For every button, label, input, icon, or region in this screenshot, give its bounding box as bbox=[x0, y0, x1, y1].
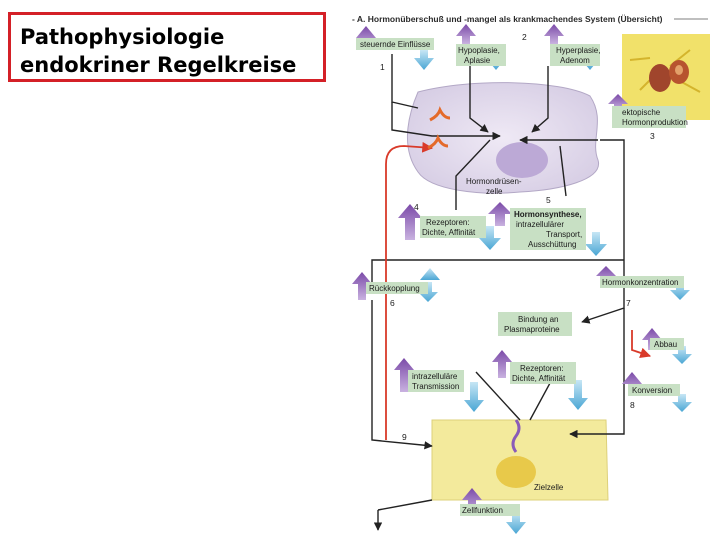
label-steuernde-text: steuernde Einflüsse bbox=[360, 40, 431, 49]
label-synthese: Hormonsynthese, intrazellulärer Transpor… bbox=[510, 208, 586, 250]
step-number-5: 5 bbox=[546, 195, 551, 205]
label-rezeptoren-gland-line2: Dichte, Affinität bbox=[422, 228, 476, 237]
label-bindung-line1: Bindung an bbox=[518, 315, 558, 324]
label-steuernde: steuernde Einflüsse bbox=[356, 38, 434, 50]
arrow-pair-rezeptoren-target bbox=[492, 350, 588, 410]
adenoma-photo bbox=[622, 34, 710, 120]
step-number-7: 7 bbox=[626, 298, 631, 308]
label-zellfunktion: Zellfunktion bbox=[460, 504, 520, 516]
label-rueckkopplung-text: Rückkopplung bbox=[369, 284, 420, 293]
step-number-2: 2 bbox=[522, 32, 527, 42]
arrow-pair-steuernde bbox=[356, 26, 434, 70]
label-hormondruesen-line2: zelle bbox=[486, 187, 503, 196]
target-cell-nucleus bbox=[496, 456, 536, 488]
label-hyperplasie-line2: Adenom bbox=[560, 56, 590, 65]
label-rezeptoren-gland-line1: Rezeptoren: bbox=[426, 218, 470, 227]
label-transmission-line2: Transmission bbox=[412, 382, 459, 391]
label-ektopisch-line2: Hormonproduktion bbox=[622, 118, 688, 127]
label-synthese-line4: Ausschüttung bbox=[528, 240, 576, 249]
arrow-pair-synthese bbox=[488, 202, 607, 256]
label-rueckkopplung: Rückkopplung bbox=[366, 282, 428, 294]
step-number-6: 6 bbox=[390, 298, 395, 308]
label-transmission-line1: intrazelluläre bbox=[412, 372, 458, 381]
label-hyperplasie-line1: Hyperplasie, bbox=[556, 46, 600, 55]
label-hypoplasie-line2: Aplasie bbox=[464, 56, 491, 65]
label-zellfunktion-text: Zellfunktion bbox=[462, 506, 503, 515]
label-rezeptoren-target-line1: Rezeptoren: bbox=[520, 364, 564, 373]
figure-header: - A. Hormonüberschuß und -mangel als kra… bbox=[352, 14, 663, 24]
slide-title-box: Pathophysiologie endokriner Regelkreise bbox=[8, 12, 326, 82]
label-rezeptoren-gland: Rezeptoren: Dichte, Affinität bbox=[420, 216, 486, 238]
label-transmission: intrazelluläre Transmission bbox=[408, 370, 464, 392]
step-number-1: 1 bbox=[380, 62, 385, 72]
label-ektopisch-line1: ektopische bbox=[622, 108, 661, 117]
label-abbau-text: Abbau bbox=[654, 340, 677, 349]
label-synthese-line1: Hormonsynthese, bbox=[514, 210, 582, 219]
step-number-9: 9 bbox=[402, 432, 407, 442]
label-ektopisch: ektopische Hormonproduktion bbox=[612, 106, 688, 128]
step-number-4: 4 bbox=[414, 202, 419, 212]
label-konversion-text: Konversion bbox=[632, 386, 672, 395]
arrow-pair-zellfunktion bbox=[462, 488, 526, 534]
label-rezeptoren-target: Rezeptoren: Dichte, Affinität bbox=[510, 362, 576, 384]
feedback-loop bbox=[385, 141, 652, 440]
slide-title-line-2: endokriner Regelkreise bbox=[20, 53, 297, 77]
arrow-pair-ektopisch bbox=[608, 94, 628, 110]
arrow-pair-konversion bbox=[622, 372, 692, 412]
receptor-symbols bbox=[427, 106, 521, 453]
label-hypoplasie-line1: Hypoplasie, bbox=[458, 46, 500, 55]
label-hypoplasie: Hypoplasie, Aplasie bbox=[456, 44, 506, 66]
label-zielzelle: Zielzelle bbox=[534, 483, 564, 492]
gland-cell bbox=[407, 82, 599, 194]
label-bindung: Bindung an Plasmaproteine bbox=[498, 312, 572, 336]
arrow-pair-rezeptoren-gland bbox=[398, 204, 501, 250]
flow-lines bbox=[371, 54, 625, 531]
slide-title-line-1: Pathophysiologie bbox=[20, 25, 225, 49]
label-rezeptoren-target-line2: Dichte, Affinität bbox=[512, 374, 566, 383]
gland-cell-nucleus bbox=[496, 142, 548, 178]
label-konversion: Konversion bbox=[628, 384, 680, 396]
label-hormondruesen-line1: Hormondrüsen- bbox=[466, 177, 522, 186]
label-hormonkonzentration: Hormonkonzentration bbox=[600, 276, 684, 288]
label-synthese-line2: intrazellulärer bbox=[516, 220, 564, 229]
step-number-3: 3 bbox=[650, 131, 655, 141]
label-synthese-line3: Transport, bbox=[546, 230, 582, 239]
label-hormonkonzentration-text: Hormonkonzentration bbox=[602, 278, 678, 287]
label-bindung-line2: Plasmaproteine bbox=[504, 325, 560, 334]
label-abbau: Abbau bbox=[650, 338, 684, 350]
label-hyperplasie: Hyperplasie, Adenom bbox=[550, 44, 600, 66]
arrow-pair-transmission bbox=[394, 358, 484, 412]
step-number-8: 8 bbox=[630, 400, 635, 410]
